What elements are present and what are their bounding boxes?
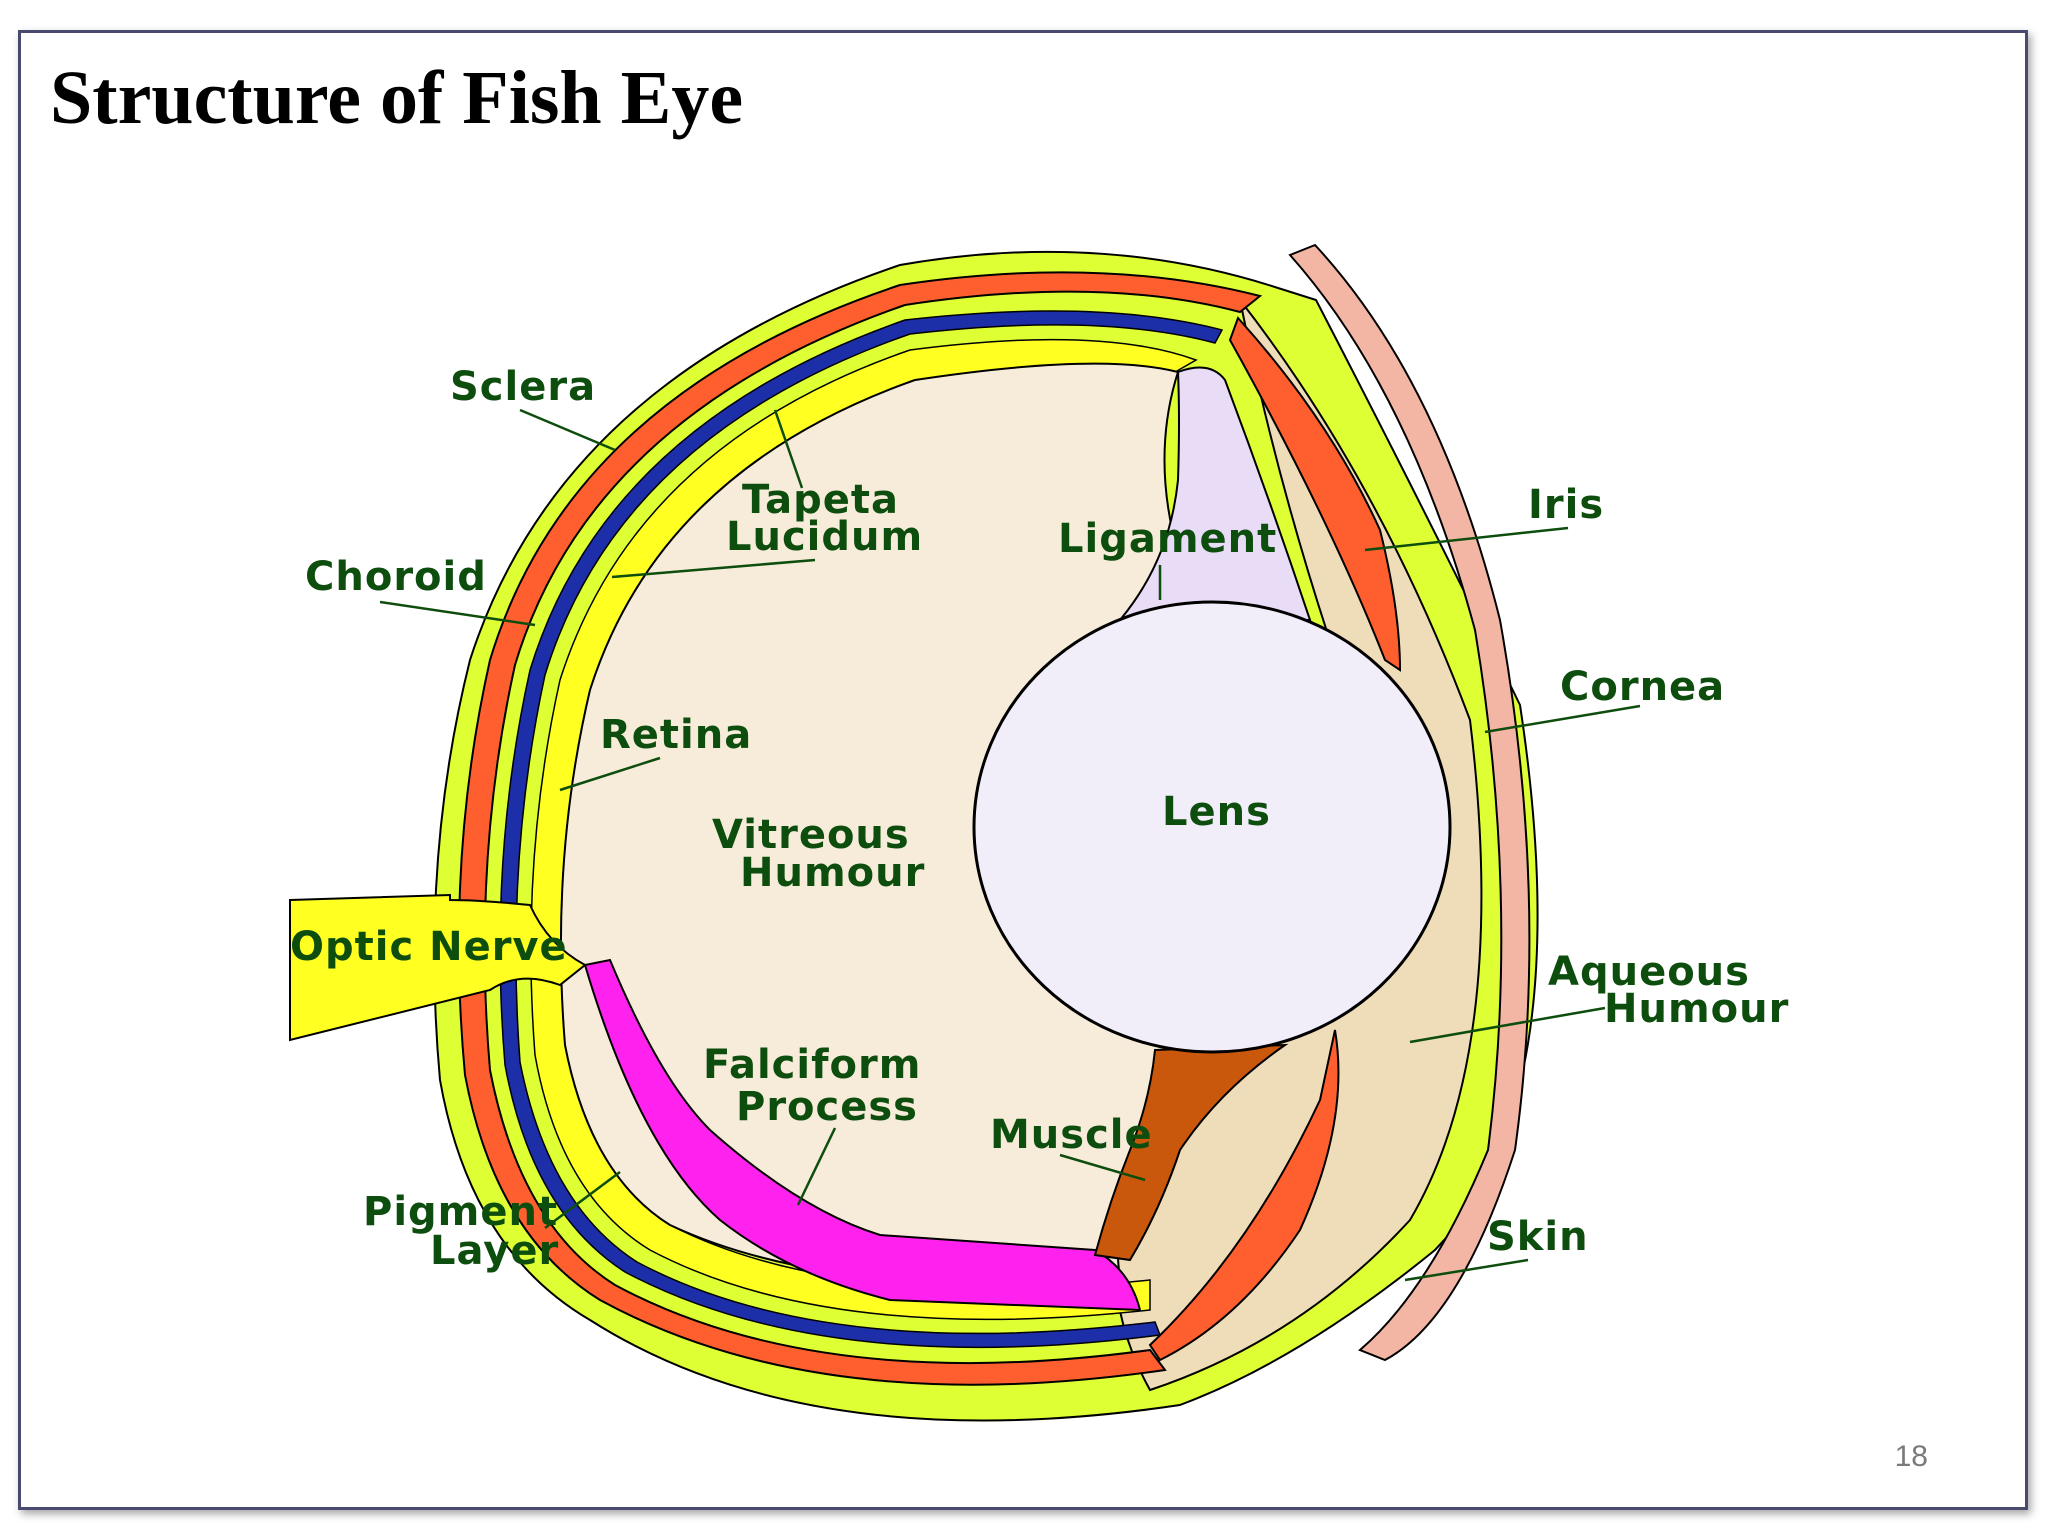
leader-muscle [1059,1153,1146,1182]
label-vitreous-line1: Vitreous [712,812,910,858]
label-aqueous-line1: Aqueous [1548,949,1750,995]
slide-title: Structure of Fish Eye [50,56,744,140]
leader-retina [559,756,661,792]
label-lens: Lens [1162,789,1271,835]
label-falciform-line2: Process [736,1084,918,1130]
iris [1228,316,1402,672]
label-pigment-line1: Pigment [363,1189,558,1235]
leader-aqueous [1409,1006,1606,1044]
optic-nerve [289,893,587,1042]
label-iris: Iris [1528,482,1604,528]
leader-sclera [519,408,616,452]
label-sclera: Sclera [450,364,596,410]
label-ligament: Ligament [1058,516,1277,562]
label-vitreous-line2: Humour [740,850,925,896]
leader-skin [1404,1258,1529,1282]
leader-falciform [796,1127,837,1206]
eye-cross-section [433,250,1539,1422]
label-tapeta-line2: Lucidum [726,514,923,560]
choroid [457,271,1263,1386]
label-optic-nerve: Optic Nerve [290,924,568,970]
label-skin: Skin [1487,1214,1589,1260]
label-choroid: Choroid [305,554,487,600]
skin [1288,243,1531,1362]
label-falciform-line1: Falciform [703,1042,921,1088]
lens [972,600,1452,1054]
label-retina: Retina [600,712,752,758]
label-pigment-line2: Layer [430,1228,559,1274]
label-tapeta-line1: Tapeta [742,477,899,523]
iris-lower [1148,1029,1340,1362]
label-cornea: Cornea [1560,664,1725,710]
falciform-process [583,958,1142,1312]
leader-tapeta-upper [773,409,804,489]
leader-choroid [379,600,536,627]
leader-tapeta-lower [611,558,816,579]
leader-pigment [544,1170,621,1230]
label-aqueous-line2: Humour [1604,986,1789,1032]
label-layer: Sclera Tapeta Lucidum Choroid Ligament I… [290,364,1789,1282]
muscle [1093,1043,1289,1262]
leader-iris [1364,526,1569,552]
pigment-layer [499,310,1224,1349]
page-number: 18 [1894,1440,1928,1473]
leader-cornea [1484,704,1641,734]
label-muscle: Muscle [990,1112,1153,1158]
